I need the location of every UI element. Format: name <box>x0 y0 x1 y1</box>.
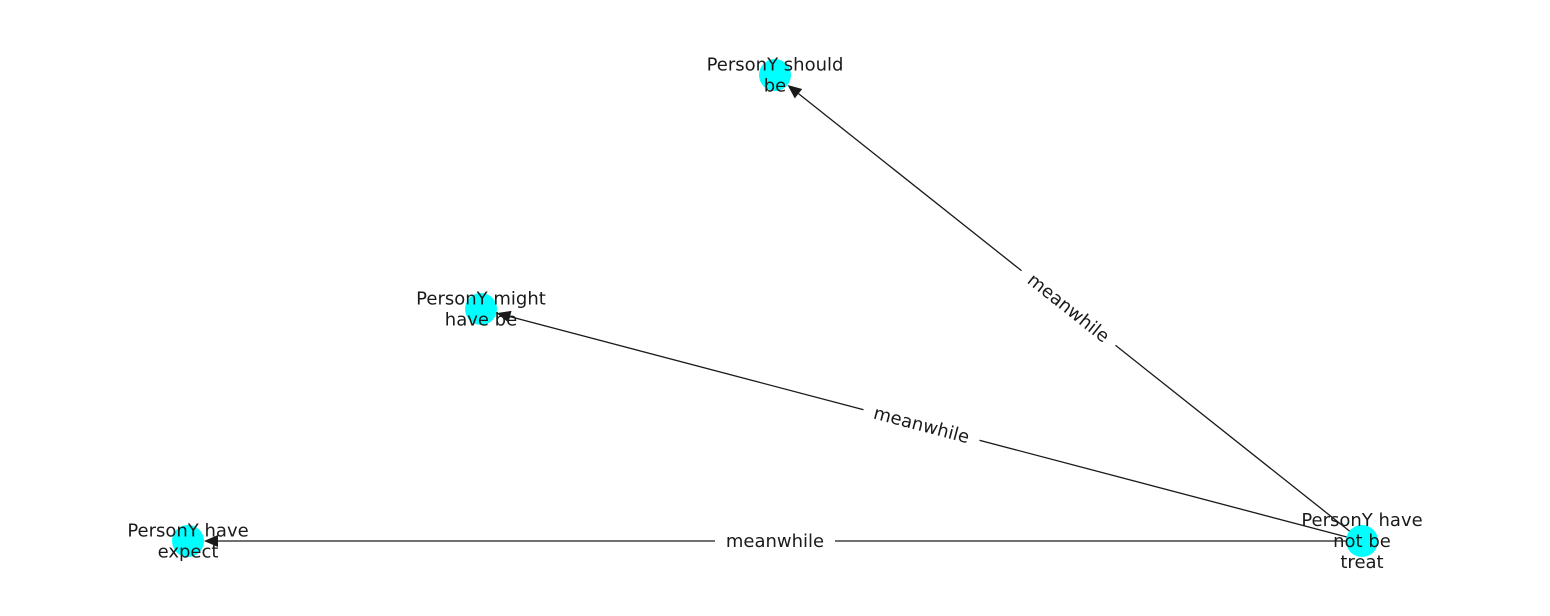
edge-label: meanwhile <box>1023 270 1113 348</box>
node-circle <box>172 525 204 557</box>
node-circle <box>465 293 497 325</box>
node-label: treat <box>1340 552 1383 573</box>
edge-label-group: meanwhile <box>715 527 835 555</box>
node-circle <box>1346 525 1378 557</box>
node-label: expect <box>158 542 219 563</box>
edge-label-background <box>1012 259 1125 357</box>
node-label: PersonY should <box>707 55 844 76</box>
edge-n4-n1: meanwhile <box>787 84 1363 542</box>
edge-n4-n3: meanwhile <box>204 527 1362 555</box>
arrow-head-icon <box>204 535 218 547</box>
edge-label-group: meanwhile <box>859 396 984 454</box>
node-label: PersonY have <box>1301 510 1422 531</box>
edge-label-background <box>859 396 984 454</box>
edge-label: meanwhile <box>871 403 971 448</box>
arrow-head-icon <box>496 310 512 323</box>
edge-label: meanwhile <box>726 531 824 552</box>
edge-label-group: meanwhile <box>1012 259 1125 357</box>
node-label: have be <box>445 310 517 331</box>
arrow-head-icon <box>787 84 803 99</box>
edge-n4-n2: meanwhile <box>496 310 1363 542</box>
edges-layer: meanwhile meanwhile meanwhile <box>204 84 1363 555</box>
node-label: be <box>764 76 787 97</box>
node-label: PersonY have <box>127 521 248 542</box>
node-circle <box>759 59 791 91</box>
edge-label-background <box>715 527 835 555</box>
node-label: PersonY might <box>416 289 546 310</box>
node-label: not be <box>1333 531 1391 552</box>
